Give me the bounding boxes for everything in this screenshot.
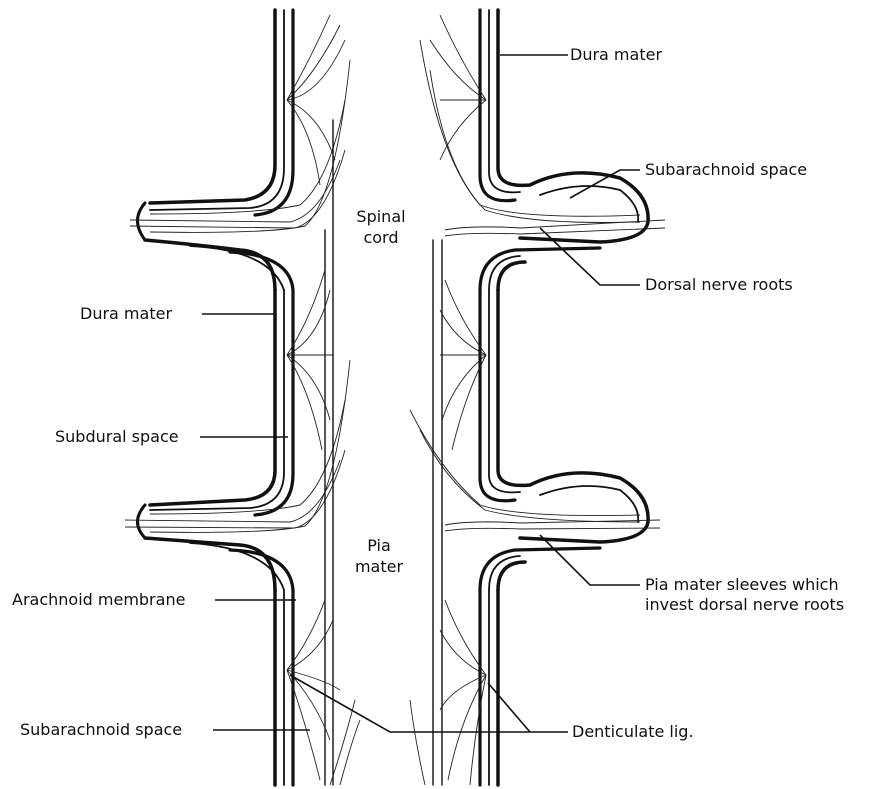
left-meningeal-wall — [138, 10, 294, 785]
label-spinal-cord-line1: Spinal — [356, 207, 405, 226]
label-dorsal-nerve-roots: Dorsal nerve roots — [645, 275, 793, 294]
label-subdural-space: Subdural space — [55, 427, 179, 446]
label-arachnoid-membrane: Arachnoid membrane — [12, 590, 185, 609]
label-subarachnoid-space-right: Subarachnoid space — [645, 160, 807, 179]
label-dura-mater-right: Dura mater — [570, 45, 662, 64]
label-denticulate-lig: Denticulate lig. — [572, 722, 694, 741]
label-pia-mater-line1: Pia — [367, 536, 391, 555]
label-pia-sleeves-line1: Pia mater sleeves which — [645, 575, 839, 594]
right-denticulate-fibers — [410, 15, 486, 785]
label-spinal-cord-line2: cord — [363, 228, 398, 247]
leader-lines — [200, 55, 640, 732]
left-denticulate-fibers — [287, 15, 360, 785]
label-subarachnoid-space-left: Subarachnoid space — [20, 720, 182, 739]
label-pia-sleeves-line2: invest dorsal nerve roots — [645, 595, 844, 614]
label-pia-mater-line2: mater — [355, 557, 404, 576]
label-dura-mater-left: Dura mater — [80, 304, 172, 323]
right-meningeal-wall — [480, 10, 648, 785]
